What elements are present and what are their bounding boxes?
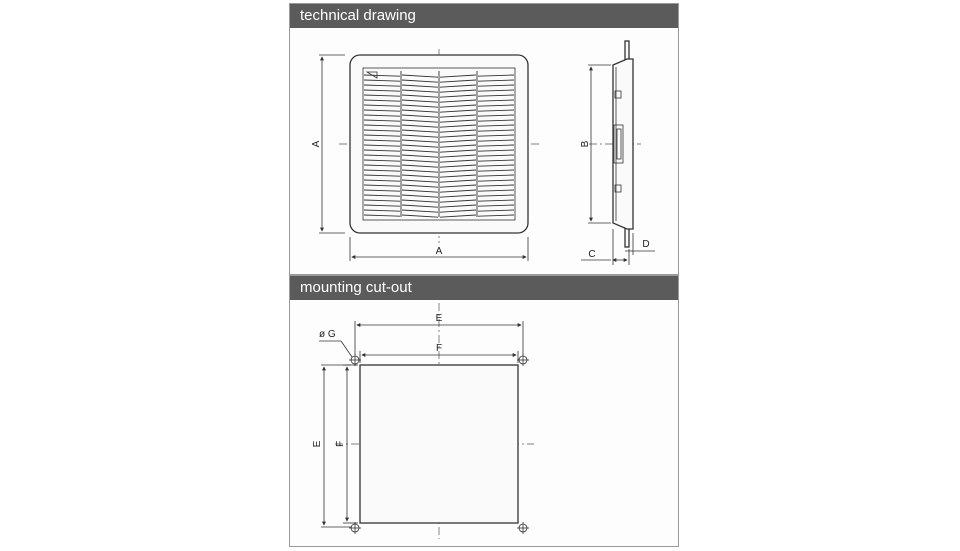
grille-slat xyxy=(363,79,515,83)
grille-slat xyxy=(363,124,515,128)
dimension-c: C xyxy=(581,229,630,265)
grille-slat xyxy=(363,149,515,153)
grille-slat xyxy=(363,129,515,133)
grille-slat xyxy=(363,214,515,218)
dimension-a-horizontal: A xyxy=(349,237,529,261)
mounting-holes xyxy=(349,354,529,534)
grille-slat xyxy=(363,189,515,193)
dimension-label: C xyxy=(588,249,595,260)
grille-slat xyxy=(363,109,515,113)
dimension-label: E xyxy=(312,440,323,447)
grille-slat xyxy=(363,174,515,178)
grille-slat xyxy=(363,94,515,98)
grille-slat xyxy=(363,104,515,108)
grille-slat xyxy=(363,179,515,183)
grille-slat xyxy=(363,164,515,168)
cutout-view xyxy=(335,303,534,539)
grille-slat xyxy=(363,119,515,123)
grille-slat xyxy=(363,74,515,78)
dimension-e-horizontal: E xyxy=(354,313,524,355)
grille-slat xyxy=(363,204,515,208)
dimension-e-vertical: E xyxy=(312,364,351,528)
dimension-label: B xyxy=(580,140,591,147)
section-header: technical drawing xyxy=(290,4,678,28)
grille-slat xyxy=(363,144,515,148)
grille-slat xyxy=(363,99,515,103)
mounting-cutout-panel: mounting cut-out xyxy=(289,275,679,547)
dimension-label: A xyxy=(311,140,322,147)
front-view xyxy=(339,49,539,243)
cutout-square xyxy=(359,364,519,524)
grille-slat xyxy=(363,114,515,118)
grille-opening xyxy=(362,67,516,221)
grille-slats xyxy=(363,71,515,218)
grille-slat xyxy=(363,169,515,173)
dimension-g: ø G xyxy=(319,329,353,358)
grille-slat xyxy=(363,194,515,198)
grille-slat xyxy=(363,84,515,88)
dimension-b: B xyxy=(580,64,611,224)
grille-slat xyxy=(363,89,515,93)
dimension-a-vertical: A xyxy=(311,54,345,234)
grille-slat xyxy=(363,159,515,163)
dimension-label: A xyxy=(436,246,443,257)
section-header: mounting cut-out xyxy=(290,276,678,300)
grille-slat xyxy=(363,134,515,138)
grille-slat xyxy=(363,184,515,188)
grille-slat xyxy=(363,154,515,158)
dimension-f-horizontal: F xyxy=(359,343,519,363)
dimension-label: F xyxy=(436,343,442,354)
dimension-label: ø G xyxy=(319,329,336,340)
grille-slat xyxy=(363,139,515,143)
grille-slat xyxy=(363,209,515,213)
side-view xyxy=(589,40,641,248)
grille-slat xyxy=(363,199,515,203)
drawing-canvas: A A B xyxy=(311,40,655,539)
dimension-label: F xyxy=(335,441,346,447)
drawing-sheet: technical drawing mounting cut-out xyxy=(289,3,679,547)
dimension-label: D xyxy=(642,239,649,250)
dimension-label: E xyxy=(436,313,443,324)
dimension-d: D xyxy=(625,233,655,255)
dimension-f-vertical: F xyxy=(335,364,358,524)
